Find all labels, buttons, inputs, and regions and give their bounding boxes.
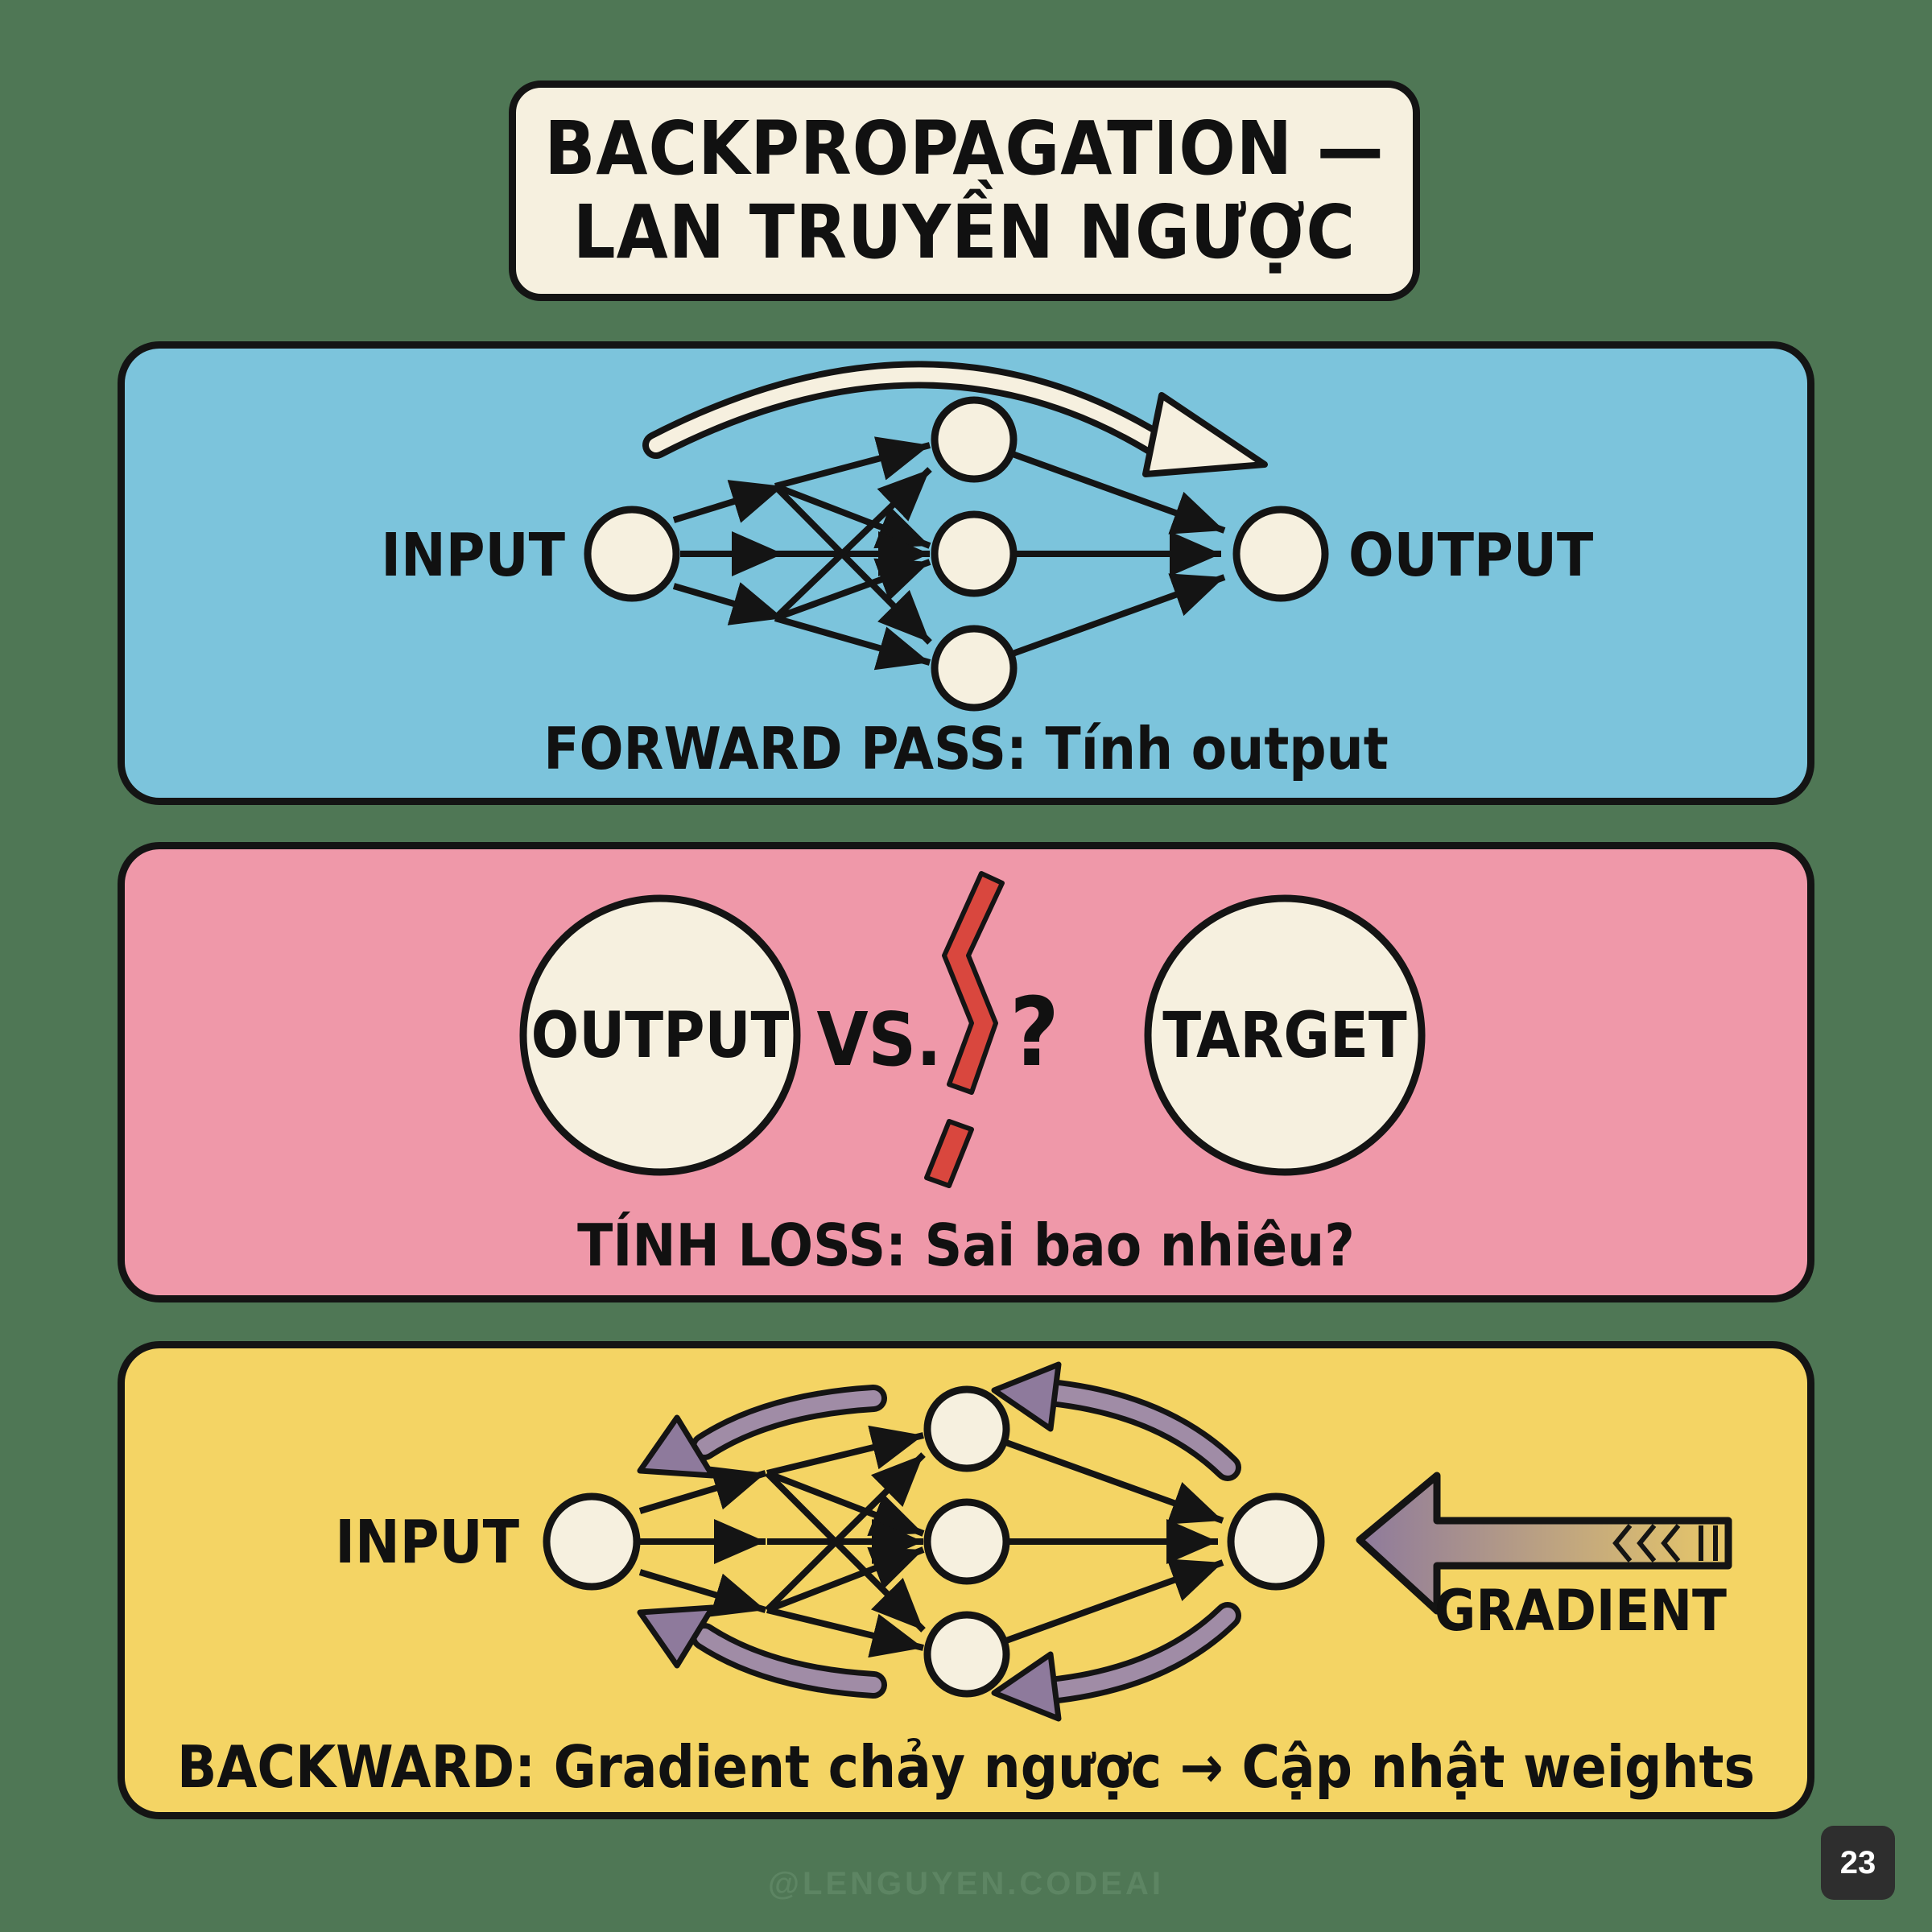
backward-edges bbox=[638, 1425, 1224, 1658]
hidden-node-middle bbox=[931, 510, 1018, 597]
flow-arrow-top-right bbox=[991, 1361, 1241, 1481]
title-line-2: LAN TRUYỀN NGƯỢC bbox=[572, 189, 1356, 275]
flow-arrow-top-left bbox=[637, 1385, 887, 1479]
backward-caption: BACKWARD: Gradient chảy ngược → Cập nhật… bbox=[176, 1733, 1756, 1801]
forward-direction-arrow bbox=[642, 361, 1268, 477]
forward-pass-panel: INPUT OUTPUT FORWARD PASS: Tính output bbox=[118, 341, 1814, 805]
target-label: TARGET bbox=[1162, 1000, 1407, 1072]
backward-hidden-node-top bbox=[923, 1385, 1010, 1472]
gradient-label: GRADIENT bbox=[1435, 1578, 1727, 1644]
question-mark: ? bbox=[1009, 976, 1059, 1088]
backward-network-diagram: INPUT GRADIENT bbox=[335, 1361, 1732, 1722]
loss-output-label: OUTPUT bbox=[531, 1000, 790, 1072]
output-node bbox=[1232, 506, 1329, 602]
input-label: INPUT bbox=[381, 521, 565, 590]
output-circle bbox=[519, 894, 801, 1176]
hidden-node-bottom bbox=[931, 625, 1018, 712]
backward-input-node bbox=[543, 1492, 641, 1591]
backward-hidden-node-bottom bbox=[923, 1611, 1010, 1698]
flow-arrow-bottom-left bbox=[637, 1604, 887, 1699]
vs-label: VS. bbox=[816, 997, 941, 1083]
page-number-badge: 23 bbox=[1821, 1826, 1895, 1900]
target-circle bbox=[1144, 894, 1426, 1176]
flow-arrow-bottom-right bbox=[991, 1602, 1241, 1722]
loss-comparison-diagram: OUTPUT TARGET VS. ? bbox=[519, 871, 1426, 1188]
input-node bbox=[584, 506, 680, 602]
forward-edges bbox=[672, 436, 1226, 671]
footer-handle: @LENGUYEN.CODEAI bbox=[768, 1866, 1164, 1901]
backward-output-node bbox=[1227, 1492, 1325, 1591]
backward-flow-arrows bbox=[637, 1361, 1732, 1722]
error-break-icon bbox=[924, 871, 1005, 1188]
title-line-1: BACKPROPAGATION — bbox=[544, 105, 1385, 192]
gradient-big-arrow bbox=[1356, 1472, 1732, 1615]
title-box: BACKPROPAGATION — LAN TRUYỀN NGƯỢC bbox=[509, 80, 1420, 301]
forward-caption: FORWARD PASS: Tính output bbox=[543, 715, 1389, 782]
hidden-node-top bbox=[931, 396, 1018, 483]
forward-network-diagram: INPUT OUTPUT bbox=[381, 361, 1594, 712]
loss-panel: OUTPUT TARGET VS. ? TÍNH LOSS: Sai bao n… bbox=[118, 842, 1814, 1302]
backward-hidden-node-middle bbox=[923, 1498, 1010, 1585]
output-label: OUTPUT bbox=[1348, 521, 1594, 590]
backward-panel: INPUT GRADIENT BACKWARD: Gradient chảy n… bbox=[118, 1341, 1814, 1819]
loss-caption: TÍNH LOSS: Sai bao nhiêu? bbox=[577, 1212, 1355, 1279]
backward-input-label: INPUT bbox=[335, 1508, 519, 1577]
